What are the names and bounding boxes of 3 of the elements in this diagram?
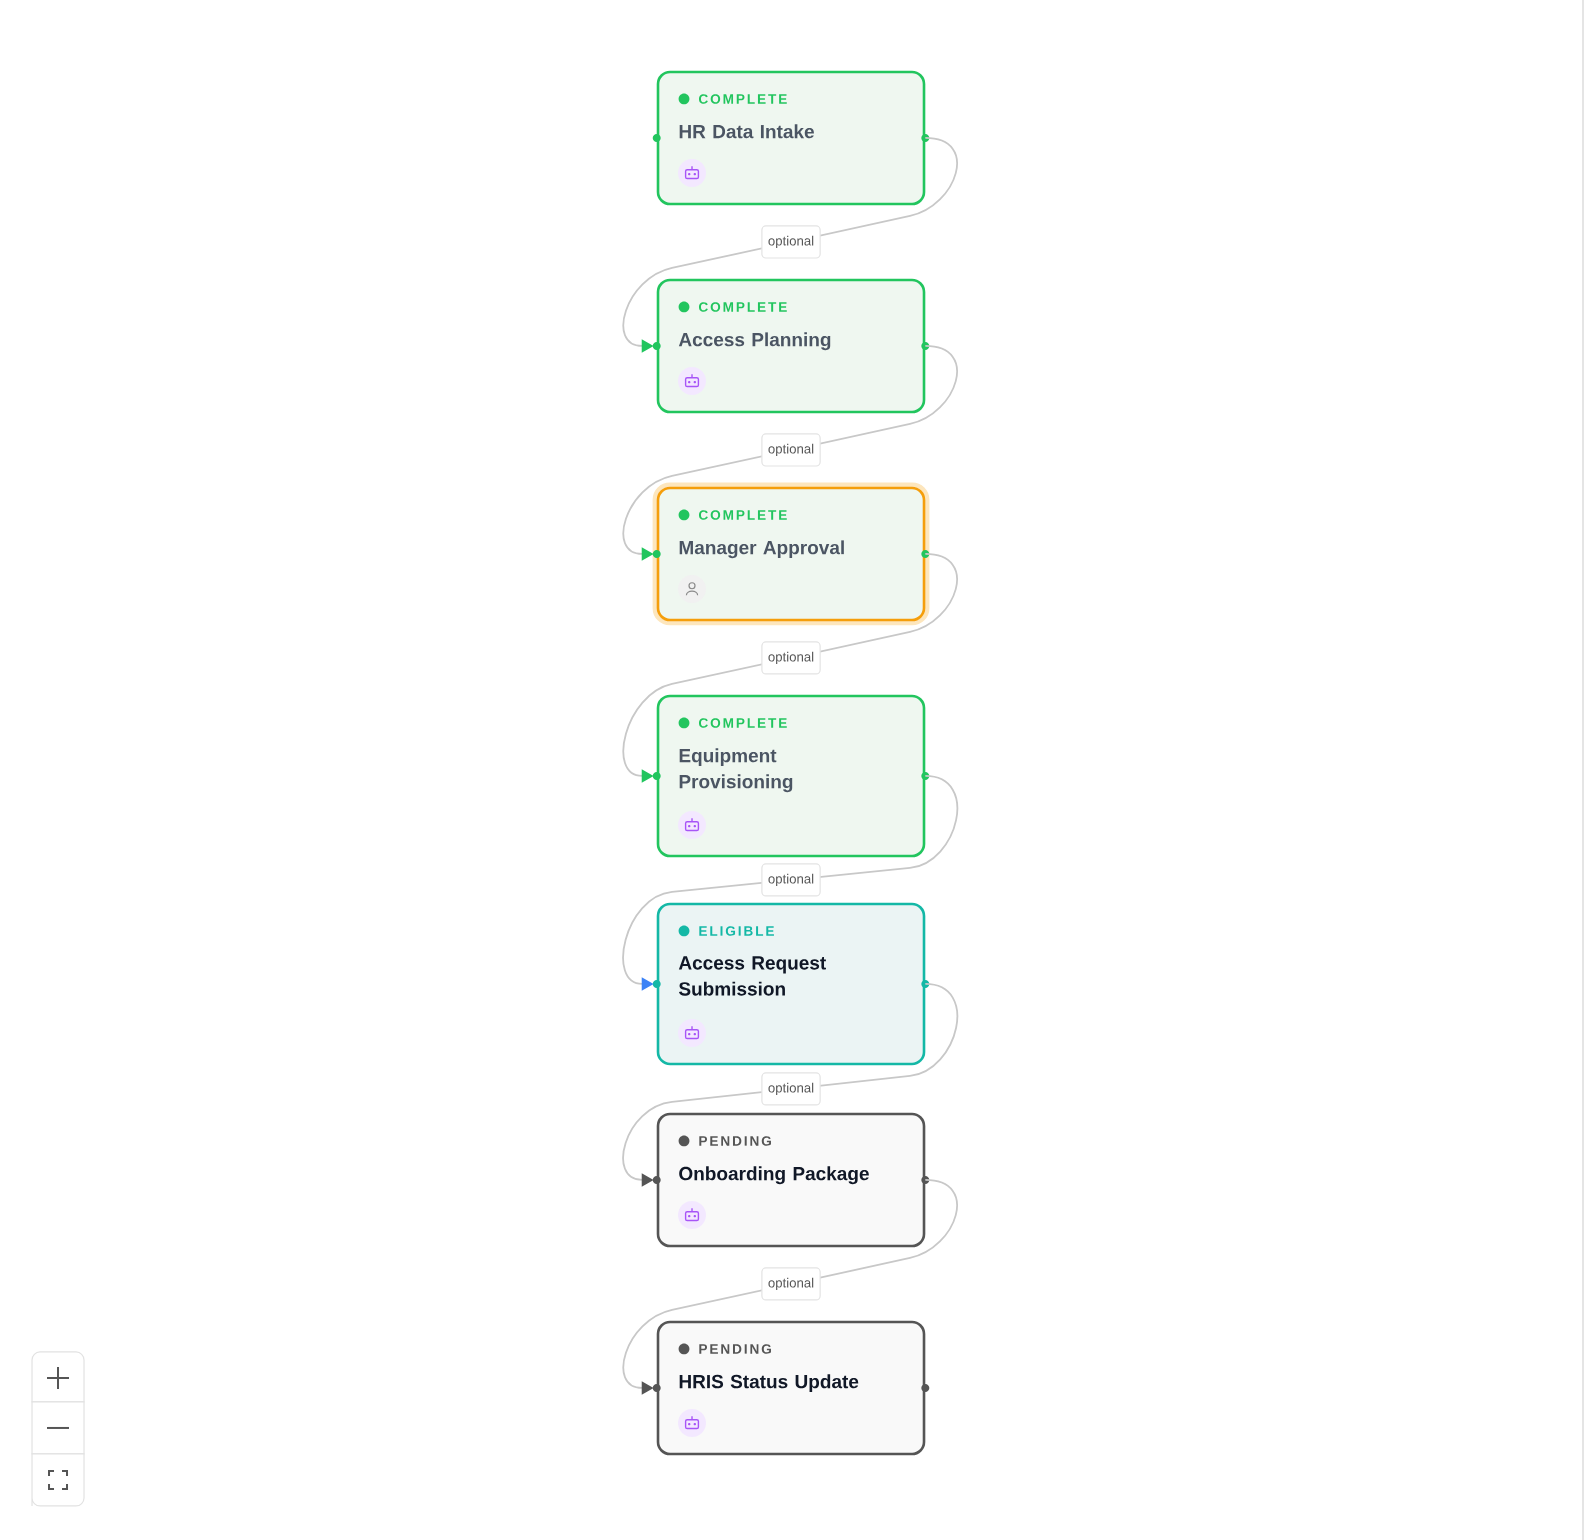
arrow: [622, 775, 959, 991]
arrow: [622, 983, 959, 1187]
arrow: [622, 553, 958, 783]
